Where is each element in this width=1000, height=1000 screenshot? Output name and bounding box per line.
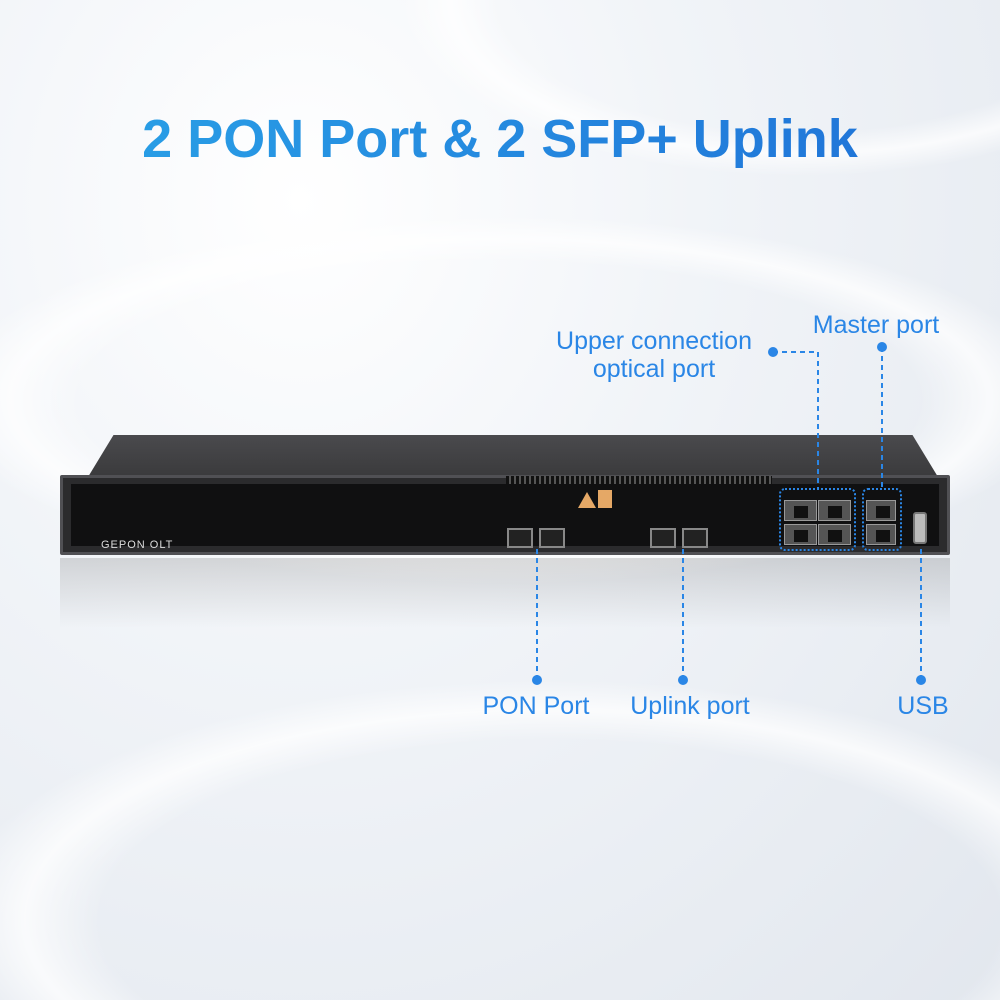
callout-dot	[916, 675, 926, 685]
upper-connection-line-1: Upper connection	[556, 327, 752, 355]
ethernet-port	[818, 524, 851, 545]
master-port-group	[862, 488, 902, 551]
upper-connection-line-2: optical port	[592, 355, 716, 383]
master-port	[866, 500, 896, 521]
usb-label: USB	[897, 692, 949, 720]
master-port	[866, 524, 896, 545]
device-vent	[506, 476, 772, 484]
upper-connection-leader	[773, 351, 819, 490]
device-brand-label: GEPON OLT	[101, 539, 174, 551]
upper-connection-label: Upper connection optical port	[540, 327, 768, 383]
pon-port-label: PON Port	[482, 692, 590, 720]
warning-icon	[578, 492, 596, 508]
callout-dot	[768, 347, 778, 357]
laser-label	[598, 490, 612, 508]
uplink-port-2	[682, 528, 708, 548]
ethernet-port	[818, 500, 851, 521]
device-top-cover	[88, 435, 938, 477]
callout-dot	[678, 675, 688, 685]
uplink-port-1	[650, 528, 676, 548]
ethernet-port	[784, 524, 817, 545]
callout-dot	[877, 342, 887, 352]
usb-port	[913, 512, 927, 544]
pon-port-2	[539, 528, 565, 548]
uplink-port-label: Uplink port	[630, 692, 750, 720]
ethernet-port	[784, 500, 817, 521]
pon-port-1	[507, 528, 533, 548]
page-title: 2 PON Port & 2 SFP+ Uplink	[0, 108, 1000, 170]
master-port-label: Master port	[812, 311, 940, 339]
callout-dot	[532, 675, 542, 685]
device-reflection	[60, 558, 950, 628]
